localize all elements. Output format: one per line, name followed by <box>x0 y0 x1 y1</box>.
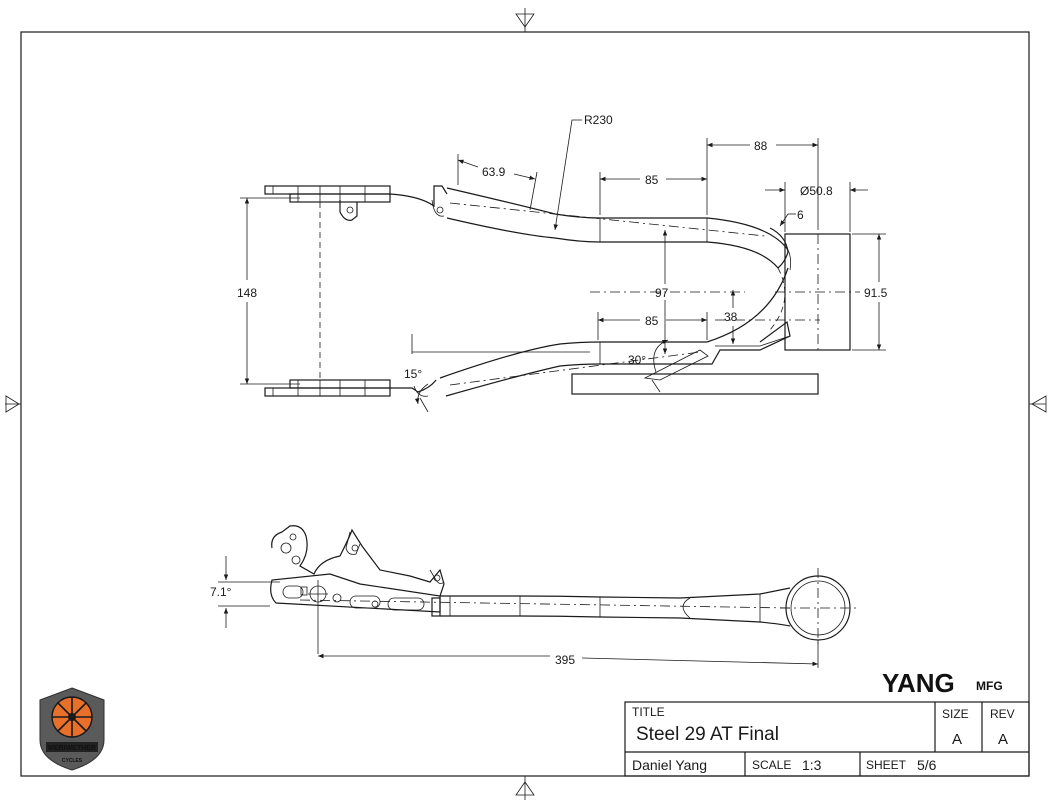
title-block: TITLE Steel 29 AT Final SIZE A REV A Dan… <box>624 701 1030 777</box>
dim-88: 88 <box>754 139 768 153</box>
centering-marks <box>5 8 1047 800</box>
upper-dropout <box>264 185 448 221</box>
side-dimensions: 395 7.1° <box>210 556 819 668</box>
dim-r230: R230 <box>584 113 613 127</box>
brand-suffix: MFG <box>976 679 1003 693</box>
dim-30-deg: 30° <box>628 353 646 367</box>
dim-85-bottom: 85 <box>645 314 659 328</box>
dim-dia-50-8: Ø50.8 <box>800 184 833 198</box>
dim-38: 38 <box>724 310 738 324</box>
title-value: Steel 29 AT Final <box>636 724 779 745</box>
upper-chainstay <box>446 187 789 269</box>
title-label: TITLE <box>632 705 665 719</box>
dim-15-deg: 15° <box>404 367 422 381</box>
sheet-border <box>20 31 1030 777</box>
lower-chainstay <box>439 267 791 397</box>
lower-dropout <box>264 379 437 397</box>
scale-label: SCALE <box>752 758 791 772</box>
yoke-bend <box>769 267 786 331</box>
rev-label: REV <box>990 707 1015 721</box>
sheet-value: 5/6 <box>917 757 937 773</box>
brand-name: YANG <box>882 668 955 698</box>
brand-mark: YANG MFG <box>882 668 1003 698</box>
meriwether-logo: MERIWETHER CYCLES <box>39 687 105 771</box>
top-view <box>264 185 860 397</box>
sheet-label: SHEET <box>866 758 907 772</box>
dim-91-5: 91.5 <box>864 286 888 300</box>
dim-97: 97 <box>655 286 669 300</box>
size-value: A <box>952 731 962 748</box>
side-view <box>270 525 860 654</box>
drawn-by: Daniel Yang <box>632 757 707 773</box>
dim-395: 395 <box>555 653 575 667</box>
rev-value: A <box>998 731 1008 748</box>
scale-value: 1:3 <box>802 757 822 773</box>
top-dimensions: R230 63.9 88 85 Ø50.8 6 148 <box>237 113 888 413</box>
size-label: SIZE <box>942 707 969 721</box>
dim-63-9: 63.9 <box>482 165 506 179</box>
logo-text-bottom: CYCLES <box>62 758 83 764</box>
logo-text-top: MERIWETHER <box>48 745 96 752</box>
dim-6: 6 <box>797 208 804 222</box>
chainring-clearance-plate <box>571 373 819 395</box>
dim-7-1-deg: 7.1° <box>210 585 232 599</box>
dim-148: 148 <box>237 286 257 300</box>
dim-85-top: 85 <box>645 173 659 187</box>
